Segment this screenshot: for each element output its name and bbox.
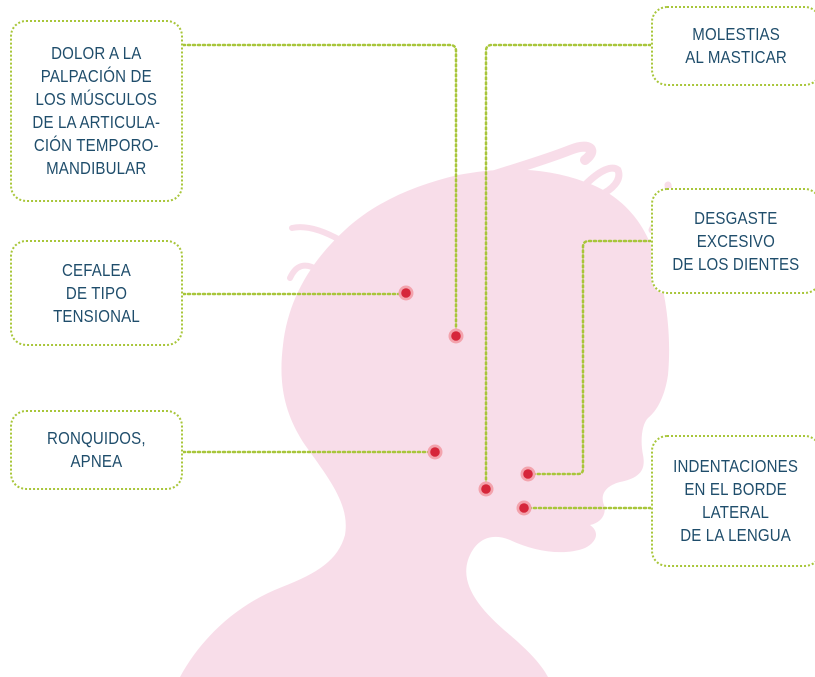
label-teeth-wear-text: DESGASTE EXCESIVO DE LOS DIENTES xyxy=(672,207,800,274)
label-tongue-indentations-text: INDENTACIONES EN EL BORDE LATERAL DE LA … xyxy=(673,456,799,545)
silhouette-shape xyxy=(180,169,670,677)
label-tmj-pain-text: DOLOR A LA PALPACIÓN DE LOS MÚSCULOS DE … xyxy=(32,43,161,178)
marker-headache xyxy=(398,285,414,301)
marker-snoring xyxy=(427,444,443,460)
connector-tmj xyxy=(181,43,458,338)
connector-teeth xyxy=(526,239,653,476)
marker-tongue xyxy=(516,500,532,516)
marker-tmj xyxy=(448,328,464,344)
label-snoring-apnea: RONQUIDOS, APNEA xyxy=(10,410,183,490)
hair-strand xyxy=(287,262,321,281)
marker-chewing xyxy=(478,481,494,497)
label-tmj-pain: DOLOR A LA PALPACIÓN DE LOS MÚSCULOS DE … xyxy=(10,20,183,202)
connectors xyxy=(181,43,653,510)
head-silhouette xyxy=(180,141,672,677)
markers xyxy=(398,285,536,516)
label-tongue-indentations: INDENTACIONES EN EL BORDE LATERAL DE LA … xyxy=(651,435,815,567)
hair-strand xyxy=(289,224,343,243)
label-teeth-wear: DESGASTE EXCESIVO DE LOS DIENTES xyxy=(651,188,815,294)
connector-chewing xyxy=(484,43,653,491)
hair-strand xyxy=(581,164,623,199)
marker-teeth xyxy=(520,466,536,482)
label-tension-headache-text: CEFALEA DE TIPO TENSIONAL xyxy=(53,259,140,326)
label-snoring-apnea-text: RONQUIDOS, APNEA xyxy=(47,428,146,471)
label-chewing-discomfort-text: MOLESTIAS AL MASTICAR xyxy=(685,24,787,67)
label-chewing-discomfort: MOLESTIAS AL MASTICAR xyxy=(651,6,815,86)
hair-strand xyxy=(475,141,597,185)
label-tension-headache: CEFALEA DE TIPO TENSIONAL xyxy=(10,240,183,346)
